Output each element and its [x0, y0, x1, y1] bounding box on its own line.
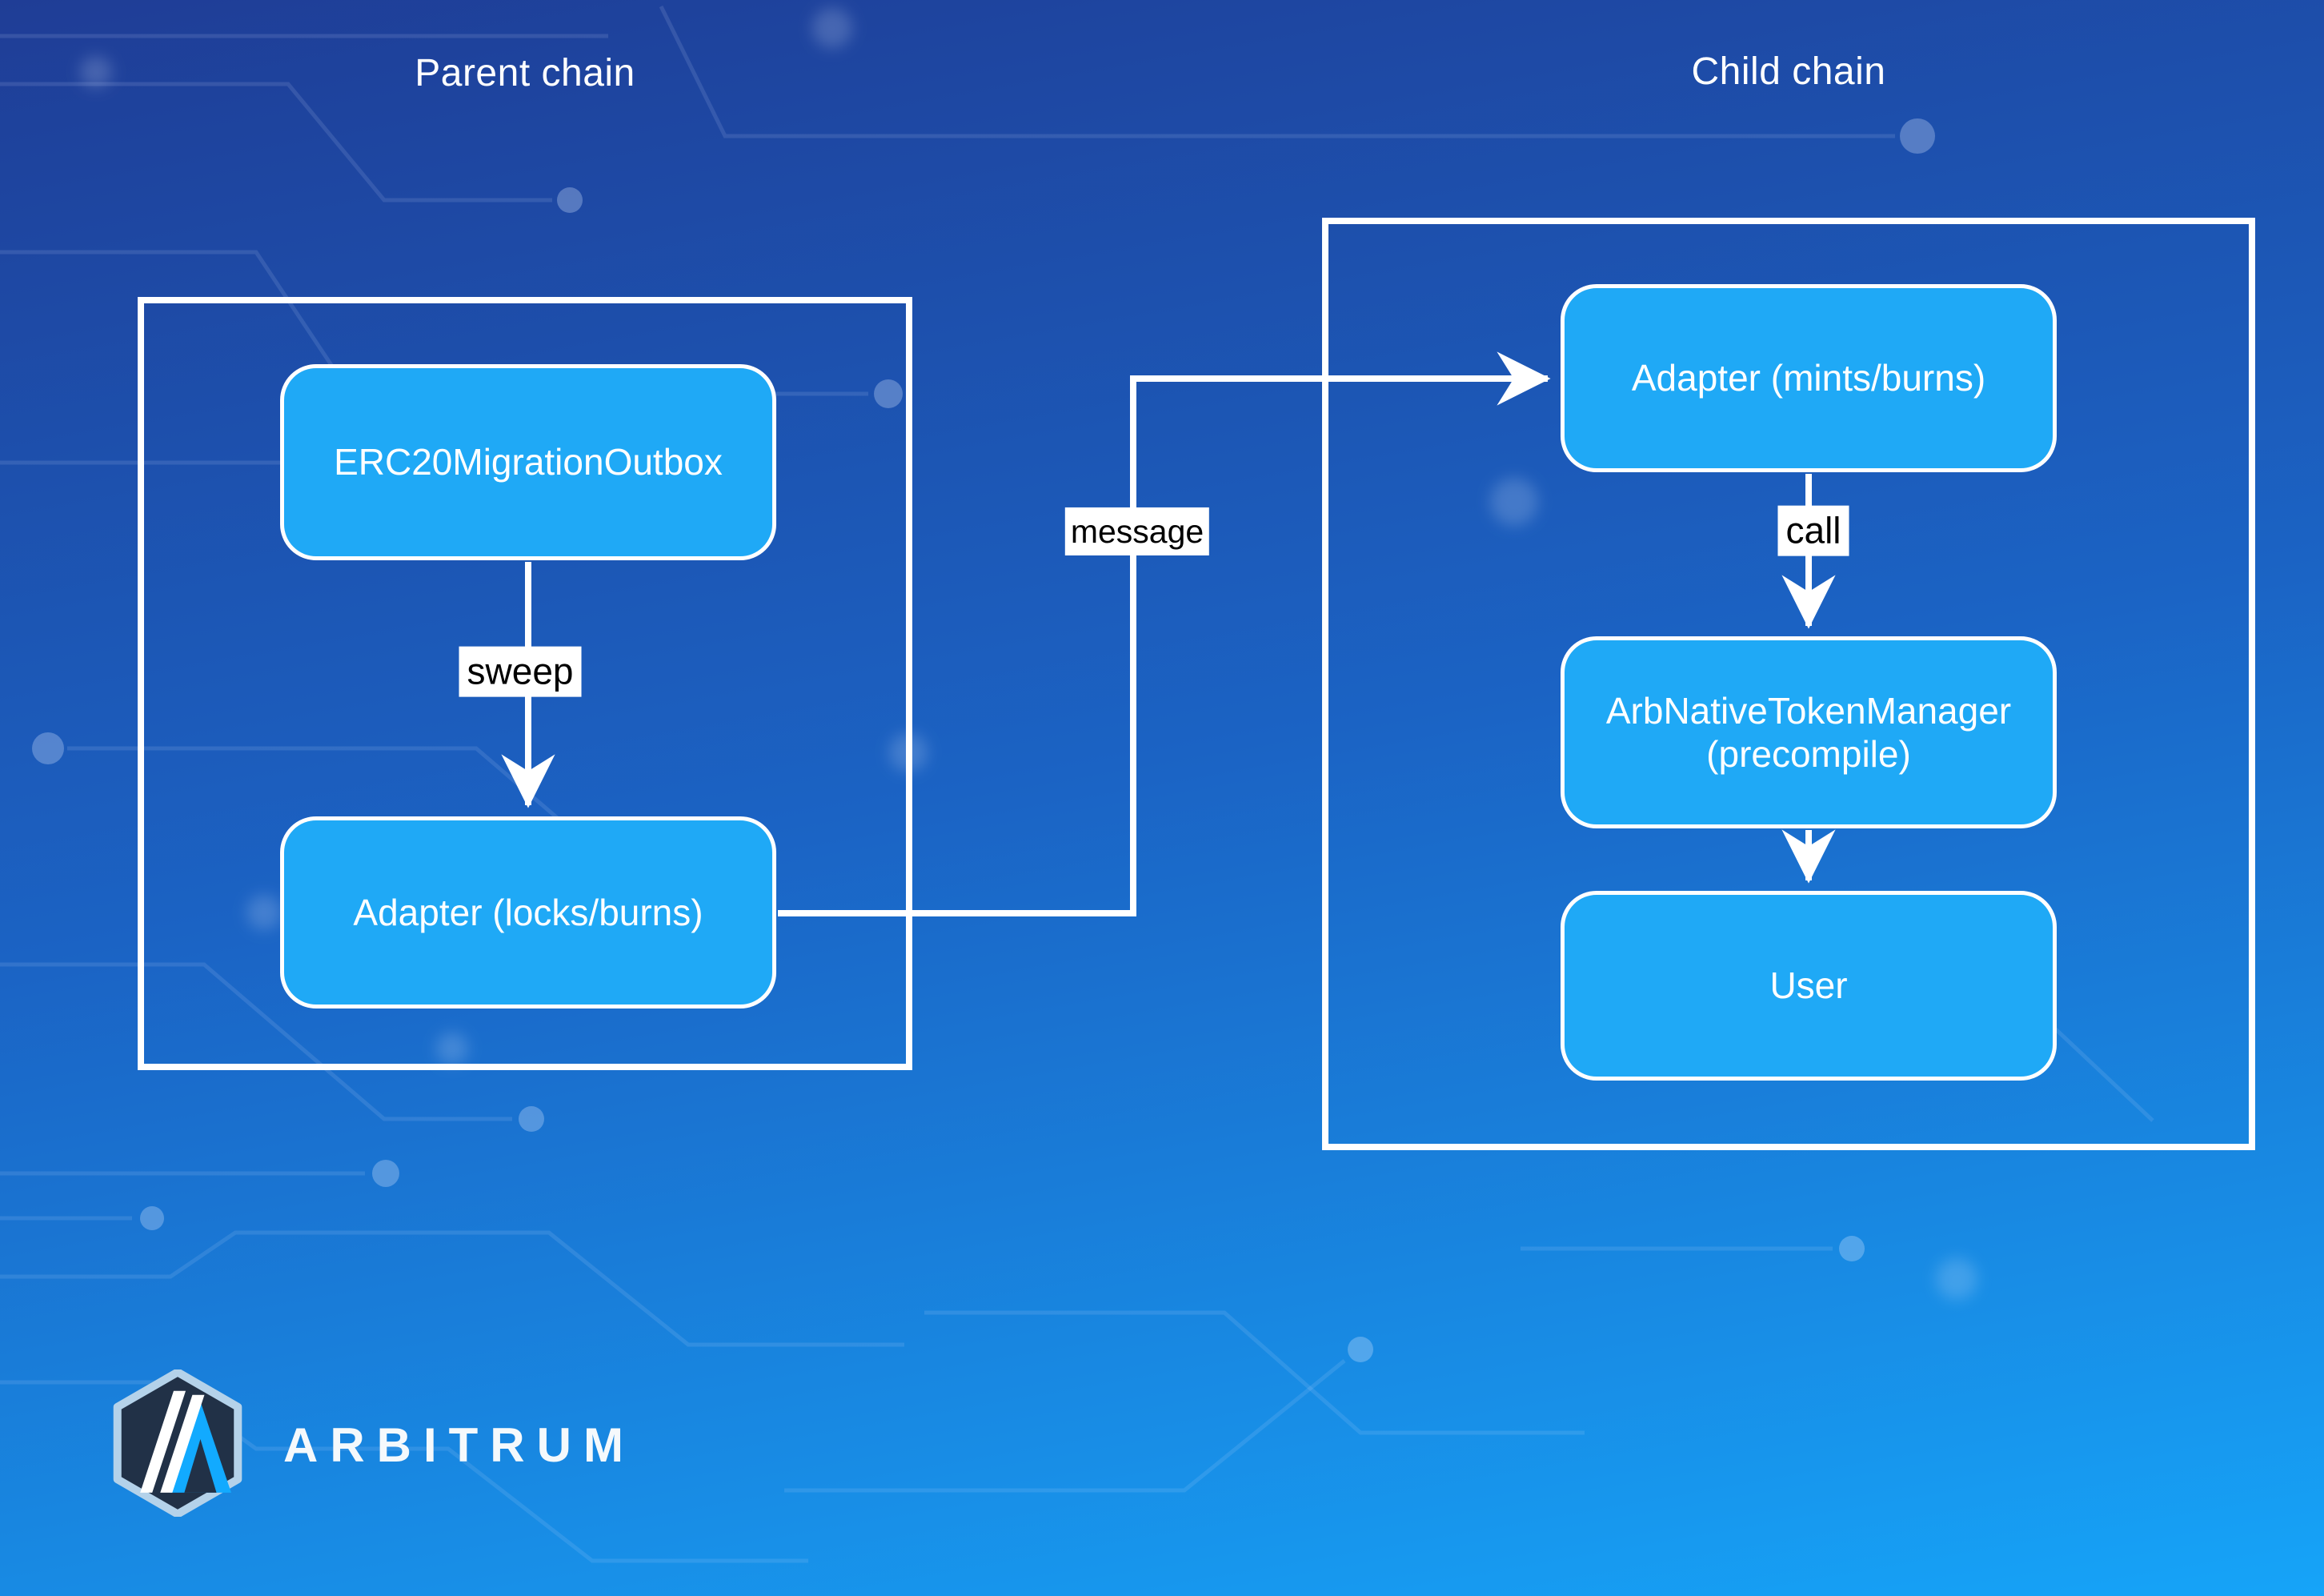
edge-label-message: message: [1064, 507, 1210, 556]
node-erc20-migration-outbox: ERC20MigrationOutbox: [280, 364, 776, 560]
node-label: Adapter (mints/burns): [1631, 357, 1986, 399]
node-label: Adapter (locks/burns): [353, 891, 703, 933]
node-user: User: [1561, 891, 2057, 1081]
arbitrum-shield-icon: [113, 1369, 242, 1517]
arbitrum-logo: ARBITRUM: [109, 1369, 635, 1517]
arbitrum-wordmark: ARBITRUM: [283, 1418, 635, 1472]
node-label-line2: (precompile): [1706, 733, 1911, 775]
node-adapter-locks-burns: Adapter (locks/burns): [280, 816, 776, 1009]
node-label: ERC20MigrationOutbox: [334, 441, 723, 483]
node-arb-native-token-manager: ArbNativeTokenManager (precompile): [1561, 636, 2057, 828]
parent-chain-title: Parent chain: [415, 52, 635, 94]
node-label: User: [1769, 964, 1848, 1007]
edge-label-sweep: sweep: [459, 646, 582, 697]
child-chain-title: Child chain: [1691, 50, 1886, 93]
edge-label-call: call: [1777, 505, 1849, 556]
node-adapter-mints-burns: Adapter (mints/burns): [1561, 284, 2057, 472]
node-label-line1: ArbNativeTokenManager: [1605, 689, 2012, 732]
